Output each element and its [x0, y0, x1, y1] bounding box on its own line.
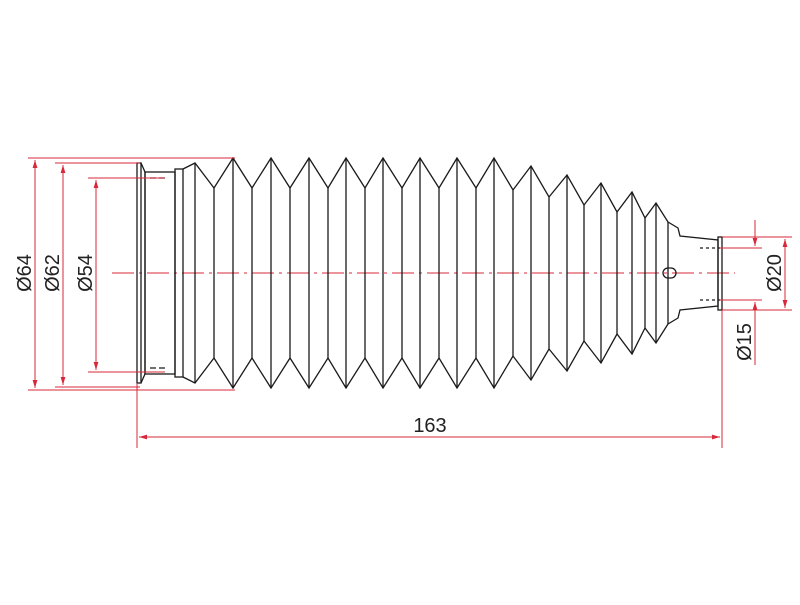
dim-d15: Ø15 [734, 323, 756, 361]
small-end-flange [717, 236, 723, 311]
dim-d20: Ø20 [764, 254, 786, 292]
dimensions [28, 157, 792, 448]
bellows-profile [182, 156, 669, 223]
dim-d54: Ø54 [75, 254, 97, 292]
bellows-profile [182, 323, 669, 390]
dim-length: 163 [413, 415, 446, 437]
dim-d64: Ø64 [14, 254, 36, 292]
vent-slot [662, 267, 677, 279]
boot-outline [136, 156, 723, 390]
dim-d62: Ø62 [42, 254, 64, 292]
